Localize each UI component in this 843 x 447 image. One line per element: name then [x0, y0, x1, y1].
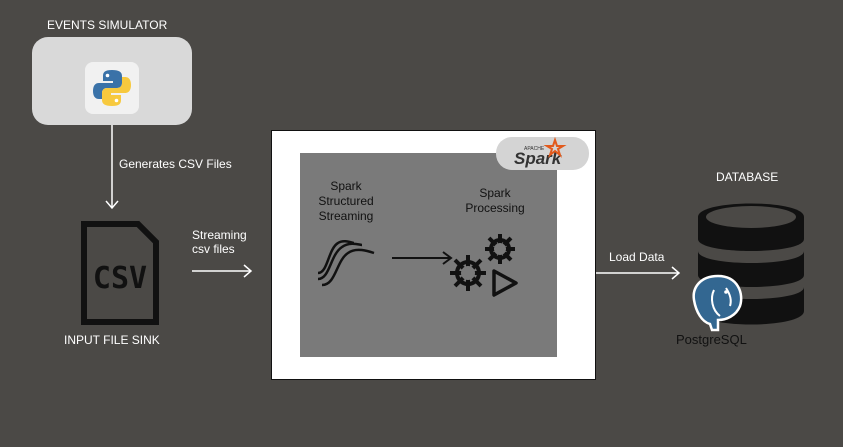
structured-line3: Streaming — [318, 209, 374, 223]
processing-line1: Spark — [479, 186, 511, 200]
spark-frame: Spark Structured Streaming Spark Process… — [271, 130, 596, 380]
simulator-label: EVENTS SIMULATOR — [47, 18, 168, 32]
structured-line2: Structured — [318, 194, 374, 208]
structured-streaming-icon — [314, 233, 380, 293]
edge-load-label: Load Data — [609, 250, 665, 264]
gears-play-icon — [444, 229, 524, 301]
arrow-generate — [105, 125, 119, 210]
spark-badge: APACHE Spark — [496, 137, 589, 170]
edge-stream-line2: csv files — [192, 242, 235, 256]
csv-glyph-text: CSV — [93, 261, 147, 296]
events-simulator-box — [32, 37, 192, 125]
arrow-stream — [192, 264, 253, 278]
database-label: DATABASE — [716, 170, 779, 184]
edge-stream-line1: Streaming — [192, 228, 247, 242]
spark-inner-box: Spark Structured Streaming Spark Process… — [300, 153, 557, 357]
postgresql-text: PostgreSQL — [676, 332, 747, 347]
postgresql-elephant-icon — [686, 272, 750, 334]
spark-badge-small: APACHE — [524, 146, 545, 152]
python-logo-icon — [85, 62, 139, 114]
structured-line1: Spark — [330, 179, 362, 193]
spark-star-icon — [543, 137, 567, 158]
arrow-load — [596, 266, 681, 280]
processing-line2: Processing — [465, 201, 525, 215]
sink-label: INPUT FILE SINK — [64, 333, 160, 347]
arrow-internal — [392, 251, 453, 265]
csv-file-icon: CSV — [80, 220, 160, 326]
edge-generate-label: Generates CSV Files — [119, 157, 232, 171]
